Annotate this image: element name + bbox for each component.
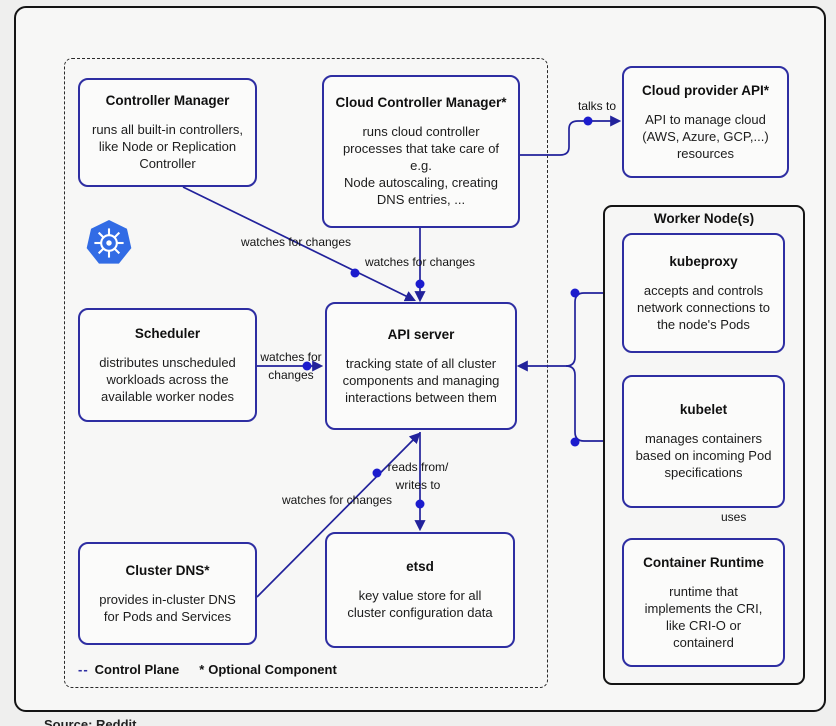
edge-label-watches-dns: watches for changes — [281, 493, 393, 507]
node-title: Scheduler — [134, 325, 201, 341]
node-controller-manager: Controller Manager runs all built-in con… — [78, 78, 257, 187]
edge-label-reads-writes: reads from/ writes to — [387, 460, 449, 492]
legend-asterisk-icon: * — [199, 662, 205, 677]
edge-label-watches-ccm: watches for changes — [364, 255, 476, 269]
edge-label-watches-cm: watches for changes — [240, 235, 352, 249]
node-body: runtime that implements the CRI, like CR… — [644, 583, 763, 650]
node-kubelet: kubelet manages containers based on inco… — [622, 375, 785, 508]
node-body: accepts and controls network connections… — [637, 282, 770, 332]
node-title: Controller Manager — [105, 93, 230, 108]
node-title: Cluster DNS* — [125, 562, 210, 578]
node-cloud-controller-manager: Cloud Controller Manager* runs cloud con… — [322, 75, 520, 228]
node-title: etsd — [406, 559, 434, 574]
node-body: manages containers based on incoming Pod… — [635, 431, 772, 480]
kubernetes-logo-icon — [86, 220, 132, 264]
node-scheduler: Scheduler distributes unscheduled worklo… — [78, 308, 257, 422]
worker-node-title: Worker Node(s) — [653, 211, 755, 226]
node-title: kubeproxy — [669, 253, 738, 269]
control-plane-boundary — [64, 58, 548, 688]
legend-dash-icon: -- — [78, 662, 89, 677]
node-cloud-provider-api: Cloud provider API* API to manage cloud … — [622, 66, 789, 178]
node-container-runtime: Container Runtime runtime that implement… — [622, 538, 785, 667]
node-api-server: API server tracking state of all cluster… — [325, 302, 517, 430]
node-body: API to manage cloud (AWS, Azure, GCP,...… — [642, 111, 769, 161]
edge-label-talks-to: talks to — [577, 99, 617, 113]
node-title: Cloud Controller Manager* — [335, 95, 507, 110]
node-body: distributes unscheduled workloads across… — [99, 354, 236, 404]
legend-optional-label: Optional Component — [208, 662, 337, 677]
source-caption: Source: Reddit — [44, 717, 137, 726]
legend-control-plane-label: Control Plane — [94, 662, 180, 677]
node-kubeproxy: kubeproxy accepts and controls network c… — [622, 233, 785, 353]
node-title: Cloud provider API* — [641, 82, 769, 98]
edge-label-uses: uses — [721, 510, 747, 524]
edge-label-watches-scheduler: watches for changes — [260, 350, 322, 382]
node-title: Container Runtime — [643, 554, 764, 570]
node-title: kubelet — [679, 402, 728, 417]
node-body: provides in-cluster DNS for Pods and Ser… — [99, 591, 236, 624]
node-title: API server — [387, 326, 455, 342]
node-cluster-dns: Cluster DNS* provides in-cluster DNS for… — [78, 542, 257, 645]
node-body: runs cloud controller processes that tak… — [342, 124, 500, 207]
node-body: tracking state of all cluster components… — [342, 355, 500, 405]
node-body: key value store for all cluster configur… — [347, 588, 493, 620]
legend: -- Control Plane * Optional Component — [78, 662, 337, 677]
node-body: runs all built-in controllers, like Node… — [91, 122, 243, 171]
node-etsd: etsd key value store for all cluster con… — [325, 532, 515, 648]
